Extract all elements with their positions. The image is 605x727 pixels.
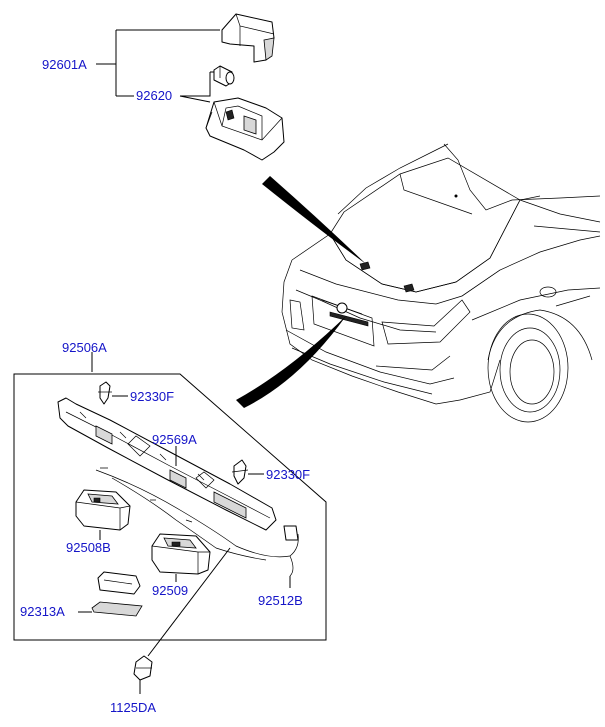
license-lamp-92509 [151, 533, 211, 575]
label-92330F-lower: 92330F [266, 467, 310, 482]
assembly-box-92506A [13, 352, 327, 641]
license-lamp-92508B [75, 489, 131, 531]
lamp-housing-92620 [205, 97, 285, 161]
label-92569A: 92569A [152, 432, 197, 447]
screw-1125DA [133, 547, 231, 694]
lamp-cover-92601A [221, 13, 275, 63]
wiring-harness-92512B [95, 467, 299, 577]
top-leader-lines [96, 29, 220, 103]
lens-92313A [97, 571, 141, 595]
pointer-arrows [236, 176, 366, 408]
clip-92330F-left [98, 381, 112, 405]
label-1125DA: 1125DA [110, 700, 156, 715]
trim-bar-92569A [57, 397, 277, 531]
label-92313A: 92313A [20, 604, 65, 619]
label-92601A: 92601A [42, 57, 87, 72]
clip-leaders [112, 395, 264, 475]
label-92330F-upper: 92330F [130, 389, 174, 404]
label-92512B: 92512B [258, 593, 303, 608]
label-92620: 92620 [136, 88, 172, 103]
car-rear-view [281, 143, 601, 423]
label-92508B: 92508B [66, 540, 111, 555]
bulb-92620 [213, 65, 235, 87]
label-92509: 92509 [152, 583, 188, 598]
label-92506A: 92506A [62, 340, 107, 355]
clip-92330F-right [231, 459, 249, 485]
gasket-92313A [91, 601, 143, 617]
